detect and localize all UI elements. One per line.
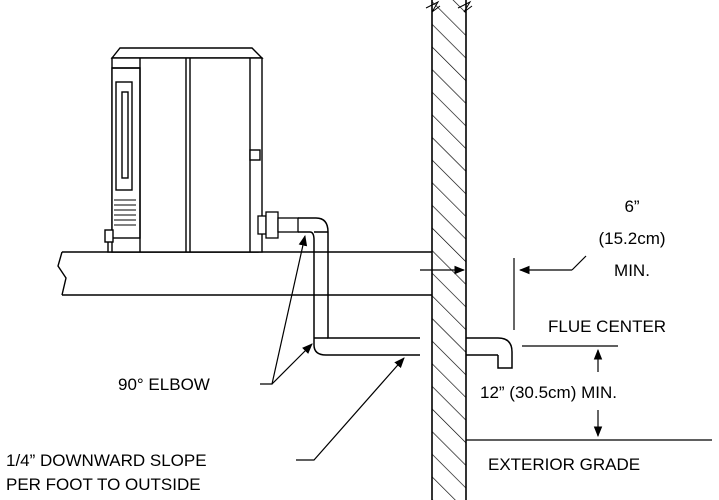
height-min-label: 12” (30.5cm) MIN. — [480, 383, 617, 402]
slope-label-line1: 1/4” DOWNWARD SLOPE — [6, 451, 207, 470]
vent-pipe — [298, 217, 513, 369]
clearance-inches-label: 6” — [624, 197, 639, 216]
clearance-cm-label: (15.2cm) — [598, 229, 665, 248]
exterior-wall — [425, 0, 473, 500]
leader-lines — [260, 234, 405, 461]
floor-slab — [57, 251, 432, 296]
slope-label-line2: PER FOOT TO OUTSIDE — [6, 475, 201, 494]
flue-center-label: FLUE CENTER — [548, 317, 666, 336]
clearance-min-label: MIN. — [614, 261, 650, 280]
clearance-dimension — [420, 255, 587, 330]
vent-connector-fitting — [257, 211, 299, 239]
water-heater-unit — [104, 47, 264, 253]
elbow-label: 90° ELBOW — [118, 375, 210, 394]
height-dimension — [466, 345, 712, 441]
exterior-grade-label: EXTERIOR GRADE — [488, 455, 640, 474]
